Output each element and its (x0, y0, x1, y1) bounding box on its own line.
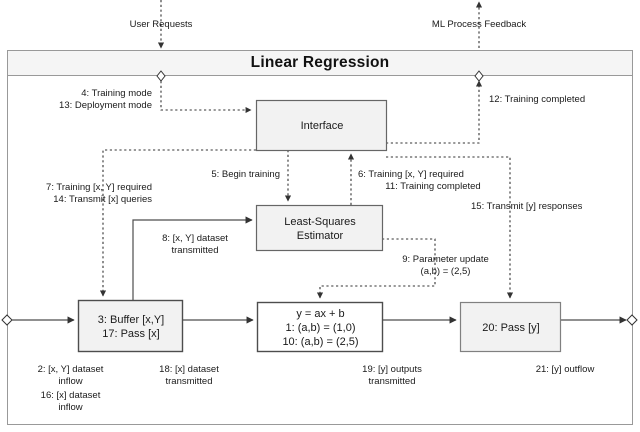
label-training-required-6: 6: Training [x, Y] required (358, 169, 464, 180)
edge-transmit-y-responses (386, 156, 514, 299)
edge-training-deployment-mode (160, 81, 252, 114)
box-model (256, 301, 384, 353)
model-line-3: 10: (a,b) = (2,5) (282, 335, 359, 348)
edge-dataset-transmitted-to-estimator (132, 216, 253, 300)
label-dataset-inflow-16b: inflow (58, 402, 83, 413)
estimator-line-1: Least-Squares (284, 215, 356, 228)
process-boxes (77, 99, 562, 353)
label-dataset-inflow-16: 16: [x] dataset (40, 390, 101, 401)
label-user-requests: User Requests (129, 19, 193, 30)
label-buffer-training-required: 7: Training [x, Y] required (46, 182, 152, 193)
model-line-1: y = ax + b (296, 307, 345, 320)
box-least-squares-estimator (255, 204, 384, 252)
edge-parameter-update (316, 238, 436, 299)
box-label-estimator: Least-Squares Estimator (257, 206, 383, 251)
label-y-outputs-transmitted: 19: [y] outputs (362, 364, 422, 375)
box-interface (255, 99, 388, 152)
label-y-outputs-transmitted-b: transmitted (368, 376, 416, 387)
control-flow-edges (99, 80, 514, 299)
box-pass-y (459, 301, 562, 353)
label-y-outflow: 21: [y] outflow (535, 364, 595, 375)
box-label-pass-y: 20: Pass [y] (482, 321, 540, 334)
box-buffer (77, 299, 184, 353)
buffer-line-2: 17: Pass [x] (102, 327, 160, 340)
label-dataset-inflow-2b: inflow (58, 376, 83, 387)
edge-buffer-training-required (99, 149, 256, 297)
external-edges (157, 0, 483, 49)
model-line-2: 1: (a,b) = (1,0) (285, 321, 356, 334)
label-training-completed-11: 11: Training completed (385, 181, 481, 192)
estimator-line-2: Estimator (296, 229, 344, 242)
port-diamonds (1, 70, 638, 326)
port-left (1, 314, 13, 326)
box-label-interface: Interface (300, 120, 344, 132)
label-dataset-transmitted-8b: transmitted (171, 245, 219, 256)
label-buffer-transmit-queries: 14: Transmit [x] queries (53, 194, 152, 205)
box-label-buffer: 3: Buffer [x,Y] 17: Pass [x] (79, 301, 183, 352)
label-dataset-inflow-2: 2: [x, Y] dataset (37, 364, 104, 375)
label-x-dataset-transmitted: 18: [x] dataset (159, 364, 219, 375)
box-label-model: y = ax + b 1: (a,b) = (1,0) 10: (a,b) = … (258, 303, 383, 352)
label-ml-process-feedback: ML Process Feedback (431, 19, 527, 30)
label-x-dataset-transmitted-b: transmitted (165, 376, 213, 387)
label-training-mode: 4: Training mode (81, 88, 152, 99)
label-deployment-mode: 13: Deployment mode (59, 100, 152, 111)
label-training-completed-12: 12: Training completed (489, 94, 586, 105)
port-right (626, 314, 638, 326)
edge-training-completed-12 (386, 80, 483, 144)
label-begin-training: 5: Begin training (211, 169, 280, 180)
label-dataset-transmitted-8: 8: [x, Y] dataset (162, 233, 228, 244)
label-parameter-update: 9: Parameter update (402, 254, 489, 265)
label-parameter-update-value: (a,b) = (2,5) (420, 266, 471, 277)
buffer-line-1: 3: Buffer [x,Y] (97, 313, 165, 326)
page-title: Linear Regression (250, 54, 390, 71)
data-flow-edges (12, 216, 627, 324)
label-transmit-y-responses: 15: Transmit [y] responses (471, 201, 583, 212)
